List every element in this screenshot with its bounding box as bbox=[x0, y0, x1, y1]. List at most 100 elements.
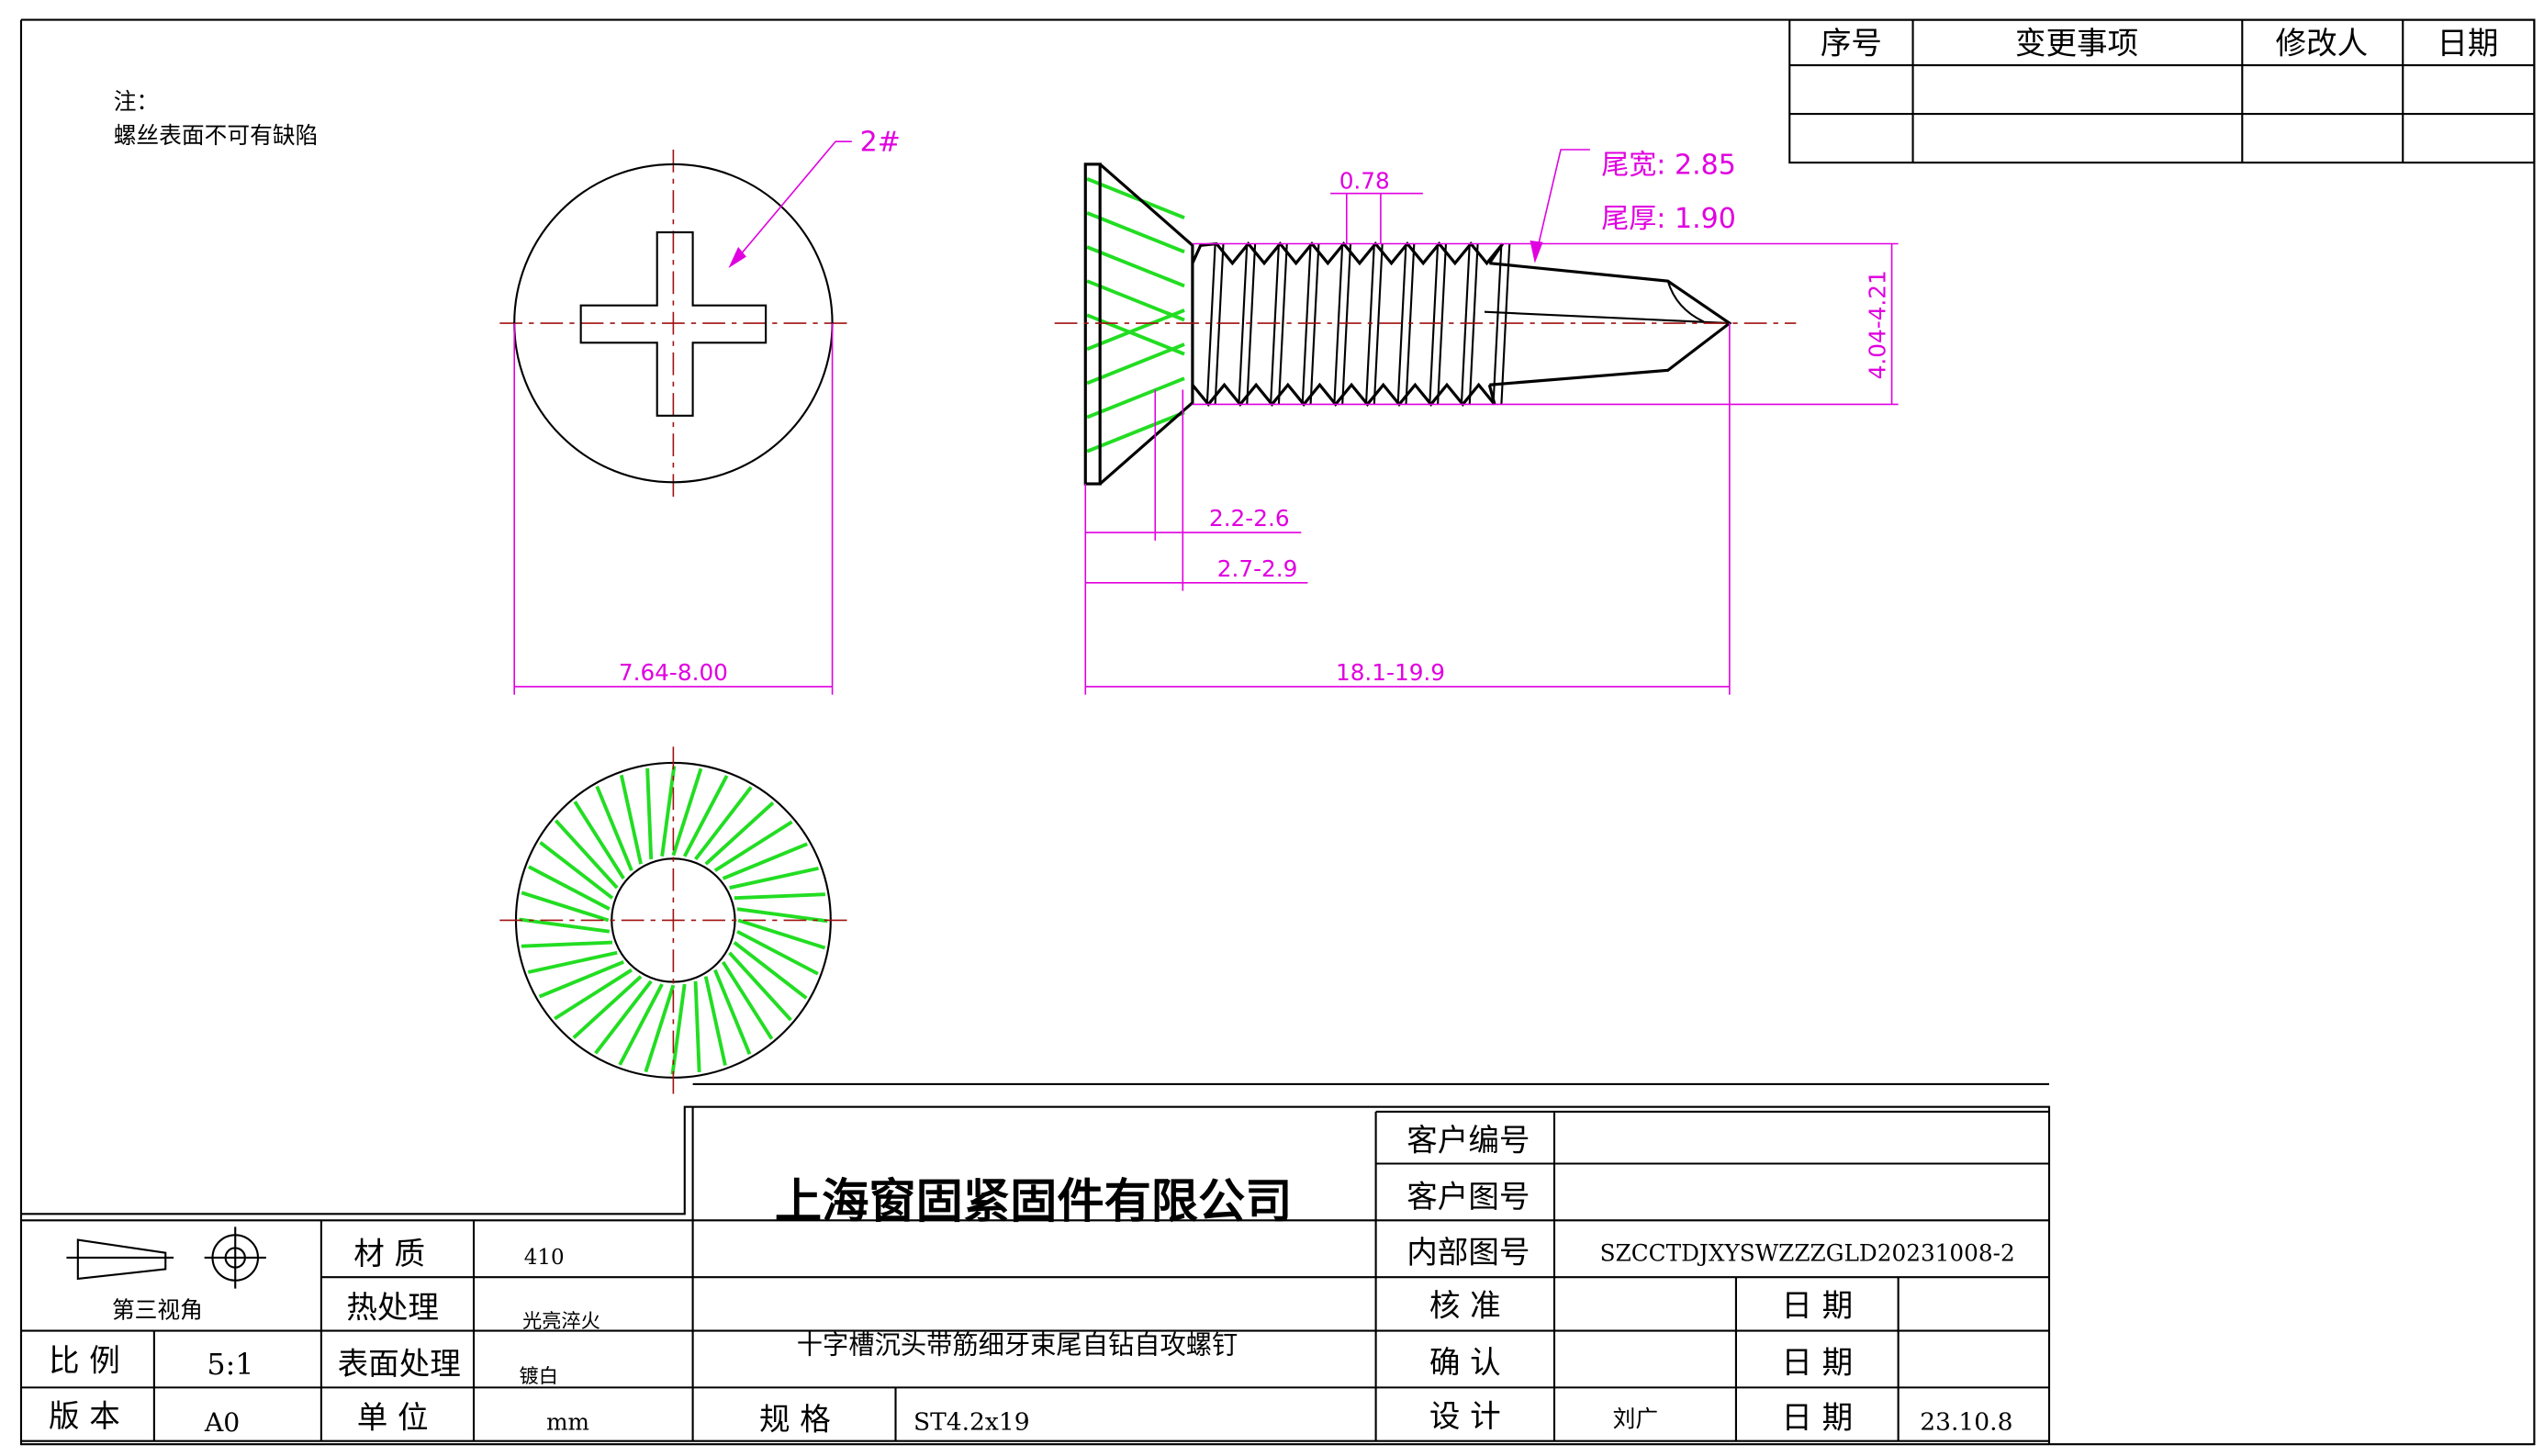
third-angle-projection-icon bbox=[66, 1226, 266, 1289]
internal-dwg-label: 内部图号 bbox=[1406, 1234, 1530, 1270]
company-name: 上海窗固紧固件有限公司 bbox=[775, 1174, 1293, 1229]
side-view: 4.04-4.21 0.78 尾宽: 2.85 尾厚: 1.90 2.2-2.6… bbox=[1054, 149, 1899, 695]
rib-line bbox=[721, 960, 774, 1040]
tail-width-label: 尾宽: 2.85 bbox=[1601, 149, 1736, 181]
heat-treatment-value: 光亮淬火 bbox=[522, 1309, 600, 1332]
head-rib-line bbox=[1086, 313, 1185, 356]
projection-label: 第三视角 bbox=[112, 1296, 203, 1323]
rib-line bbox=[645, 767, 654, 860]
confirm-date-label: 日 期 bbox=[1781, 1344, 1853, 1380]
design-value: 刘广 bbox=[1613, 1406, 1658, 1432]
surface-treatment-label: 表面处理 bbox=[338, 1346, 461, 1382]
thread-diameter-dim: 4.04-4.21 bbox=[1865, 270, 1891, 379]
rib-line bbox=[704, 801, 775, 866]
material-value: 410 bbox=[524, 1246, 565, 1270]
head-rib-line bbox=[1086, 376, 1185, 420]
internal-dwg-value: SZCCTDJXYSWZZZGLD20231008-2 bbox=[1600, 1240, 2015, 1267]
head-rib-line bbox=[1086, 245, 1185, 288]
rib-line bbox=[713, 969, 752, 1056]
rib-line bbox=[729, 866, 819, 890]
rib-line bbox=[722, 842, 808, 880]
head-diameter-dim: 7.64-8.00 bbox=[619, 659, 728, 686]
rib-line bbox=[703, 976, 727, 1066]
rib-line bbox=[644, 984, 676, 1073]
thread-crest-line bbox=[1500, 243, 1511, 405]
unit-label: 单 位 bbox=[357, 1400, 429, 1436]
rib-line bbox=[671, 767, 703, 857]
revision-table: 序号 变更事项 修改人 日期 bbox=[1788, 18, 2536, 164]
head-rib-line bbox=[1086, 342, 1185, 386]
drive-size-label: 2# bbox=[860, 127, 901, 159]
rib-line bbox=[519, 917, 611, 934]
rib-line bbox=[733, 941, 808, 1000]
thread-crest-line bbox=[1277, 243, 1288, 405]
frame bbox=[19, 18, 2536, 1446]
surface-treatment-value: 镀白 bbox=[520, 1364, 558, 1387]
customer-dwg-label: 客户图号 bbox=[1406, 1179, 1530, 1215]
rib-line bbox=[595, 785, 633, 872]
spec-label: 规 格 bbox=[759, 1401, 831, 1437]
thread-crest-line bbox=[1468, 243, 1479, 405]
top-view: 2# 7.64-8.00 bbox=[499, 127, 901, 695]
approve-date-label: 日 期 bbox=[1781, 1288, 1853, 1324]
bottom-view bbox=[499, 746, 847, 1094]
version-label: 版 本 bbox=[49, 1398, 120, 1434]
rib-line bbox=[682, 775, 729, 857]
spec-value: ST4.2x19 bbox=[913, 1407, 1030, 1436]
rib-line bbox=[573, 801, 625, 880]
notes-text: 螺丝表面不可有缺陷 bbox=[114, 122, 319, 149]
rib-line bbox=[660, 766, 677, 857]
thread-crest-line bbox=[1429, 243, 1440, 405]
head-height-dim-2: 2.7-2.9 bbox=[1217, 555, 1298, 582]
thread-crest-line bbox=[1333, 243, 1344, 405]
thread-crest-line bbox=[1373, 243, 1384, 405]
rib-line bbox=[736, 929, 819, 976]
customer-no-label: 客户编号 bbox=[1406, 1122, 1530, 1158]
head-height-dim-1: 2.2-2.6 bbox=[1209, 505, 1290, 532]
rib-line bbox=[527, 950, 618, 974]
thread-crest-line bbox=[1309, 243, 1320, 405]
thread-pitch-dim: 0.78 bbox=[1339, 167, 1390, 194]
rev-header-change: 变更事项 bbox=[2015, 26, 2138, 62]
thread-profile-top bbox=[1191, 241, 1505, 266]
thread-crest-line bbox=[1214, 243, 1225, 405]
thread-crest-line bbox=[1270, 243, 1280, 405]
rib-line bbox=[693, 980, 701, 1072]
version-value: A0 bbox=[204, 1407, 240, 1438]
rib-line bbox=[594, 980, 653, 1055]
rib-line bbox=[734, 892, 825, 901]
product-name: 十字槽沉头带筋细牙束尾自钻自攻螺钉 bbox=[797, 1329, 1238, 1360]
approve-label: 核 准 bbox=[1429, 1288, 1501, 1324]
head-rib-line bbox=[1086, 308, 1185, 352]
rib-line bbox=[521, 890, 610, 923]
head-rib-line bbox=[1086, 410, 1185, 454]
thread-crest-line bbox=[1205, 243, 1216, 405]
scale-value: 5:1 bbox=[207, 1348, 253, 1382]
rib-line bbox=[618, 983, 664, 1066]
phillips-cross-icon bbox=[579, 231, 768, 417]
title-block: 第三视角 材 质 410 热处理 光亮淬火 比 例 5:1 表面处理 镀白 版 … bbox=[20, 1110, 2049, 1442]
rib-line bbox=[572, 975, 643, 1039]
head-rib-line bbox=[1086, 176, 1185, 220]
rev-header-editor: 修改人 bbox=[2276, 26, 2369, 62]
rib-line bbox=[528, 865, 611, 911]
total-length-dim: 18.1-19.9 bbox=[1336, 659, 1445, 686]
rib-line bbox=[728, 951, 792, 1022]
thread-crest-line bbox=[1301, 243, 1312, 405]
rib-line bbox=[619, 774, 643, 865]
confirm-label: 确 认 bbox=[1429, 1344, 1501, 1380]
thread-profile-bottom bbox=[1191, 382, 1496, 407]
rib-line bbox=[539, 841, 614, 900]
thread-crest-line bbox=[1396, 243, 1407, 405]
thread-crest-line bbox=[1405, 243, 1416, 405]
rib-line bbox=[736, 907, 828, 924]
thread-crest-line bbox=[1364, 243, 1375, 405]
rib-line bbox=[737, 918, 826, 950]
rib-line bbox=[521, 940, 613, 948]
design-date-label: 日 期 bbox=[1781, 1400, 1853, 1436]
rev-header-date: 日期 bbox=[2437, 26, 2498, 62]
notes-title: 注： bbox=[114, 88, 159, 115]
head-rib-line bbox=[1086, 211, 1185, 254]
rev-header-no: 序号 bbox=[1821, 26, 1882, 62]
